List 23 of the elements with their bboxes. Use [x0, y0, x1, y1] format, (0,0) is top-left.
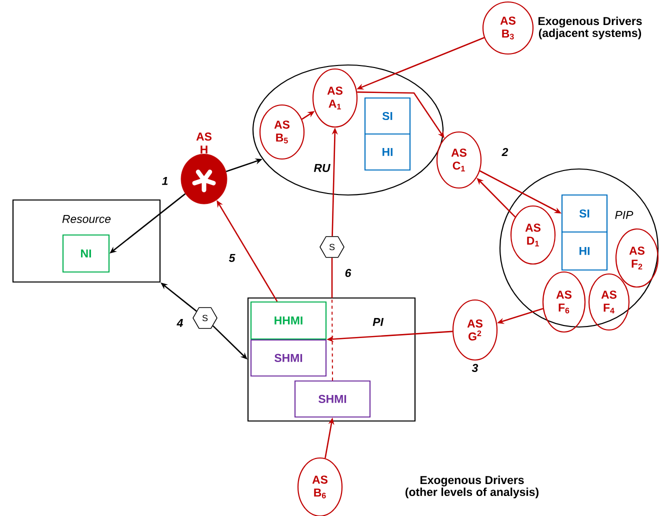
box: HI — [561, 231, 608, 271]
edge-label: 5 — [228, 253, 236, 263]
node-label: PIP — [615, 211, 634, 219]
box: NI — [62, 234, 110, 273]
edge-label: 6 — [344, 268, 352, 278]
hexagon: S — [320, 236, 344, 258]
edge-label: 4 — [176, 318, 184, 328]
node-label: Resource — [62, 215, 111, 223]
box: SI — [561, 194, 608, 233]
box: HI — [364, 133, 411, 171]
box: SI — [364, 97, 411, 135]
node-label: AS H — [196, 132, 212, 154]
edge-label: 1 — [160, 176, 170, 186]
box: HHMI — [250, 301, 327, 340]
hexagon: S — [192, 307, 218, 329]
arrow — [331, 258, 333, 381]
edge-label: 3 — [470, 362, 480, 374]
box: SHMI — [250, 339, 327, 377]
node-label: RU — [314, 164, 330, 172]
box: SHMI — [294, 380, 371, 418]
annotation: Exogenous Drivers (other levels of analysis) — [406, 476, 538, 498]
edge-label: 2 — [500, 147, 510, 157]
node-label: PI — [372, 318, 384, 326]
